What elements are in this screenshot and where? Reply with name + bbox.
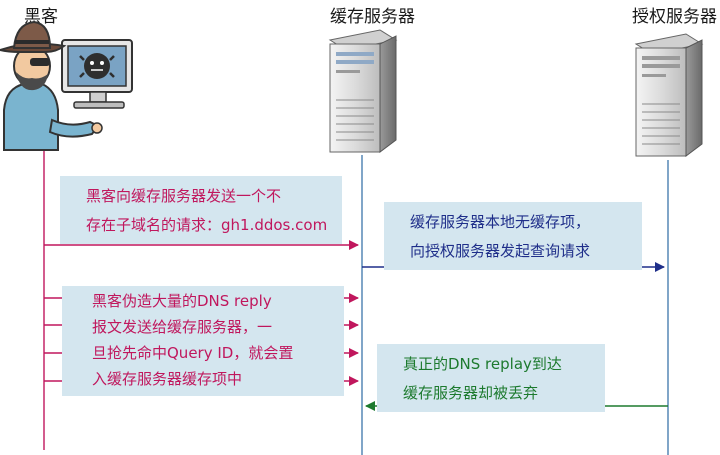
step3-line: 黑客伪造大量的DNS reply bbox=[92, 292, 272, 310]
step1-note: 黑客向缓存服务器发送一个不 存在子域名的请求：gh1.ddos.com bbox=[60, 176, 342, 244]
step3-line: 入缓存服务器缓存项中 bbox=[92, 370, 243, 388]
step2-line: 向授权服务器发起查询请求 bbox=[410, 242, 591, 260]
server-icon bbox=[328, 29, 398, 153]
step1-line: 黑客向缓存服务器发送一个不 bbox=[86, 187, 282, 205]
actor-label-cache-server: 缓存服务器 bbox=[330, 7, 415, 27]
step2-note: 缓存服务器本地无缓存项， 向授权服务器发起查询请求 bbox=[384, 202, 642, 270]
step3-line: 旦抢先命中Query ID，就会置 bbox=[92, 344, 294, 362]
step4-line: 缓存服务器却被丢弃 bbox=[403, 384, 539, 402]
step3-line: 报文发送给缓存服务器，一 bbox=[92, 318, 273, 336]
step4-line: 真正的DNS replay到达 bbox=[403, 355, 562, 373]
step3-note: 黑客伪造大量的DNS reply 报文发送给缓存服务器，一 旦抢先命中Query… bbox=[62, 286, 344, 396]
step2-line: 缓存服务器本地无缓存项， bbox=[410, 213, 591, 231]
hacker-icon bbox=[0, 20, 133, 151]
step1-line: 存在子域名的请求：gh1.ddos.com bbox=[86, 216, 328, 234]
server-icon bbox=[634, 33, 704, 157]
step4-note: 真正的DNS replay到达 缓存服务器却被丢弃 bbox=[377, 344, 605, 412]
actor-label-auth-server: 授权服务器 bbox=[632, 7, 717, 27]
